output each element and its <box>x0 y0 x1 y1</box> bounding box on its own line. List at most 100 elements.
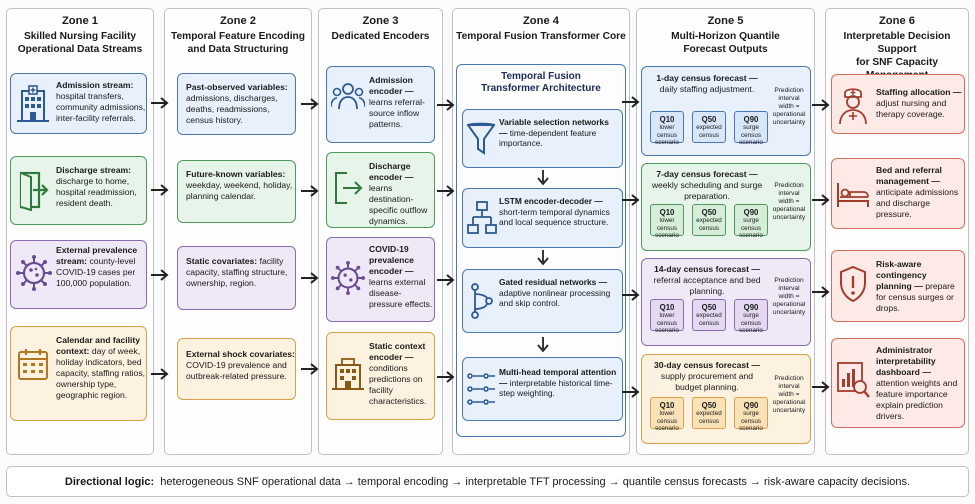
static-context-encoder-card: Static context encoder — conditions pred… <box>326 332 435 420</box>
q50-desc: census <box>699 131 719 139</box>
interval-text: uncertainty <box>772 214 806 221</box>
interval-text: Prediction <box>774 182 804 189</box>
zone-number: Zone 1 <box>61 15 99 27</box>
interval-text: Prediction <box>774 87 804 94</box>
forecast-text: supply procurement and budget planning. <box>660 371 754 392</box>
q90-label: Q90 <box>743 208 759 217</box>
zone-title: Operational Data Streams <box>17 44 143 55</box>
card-heading: Past-observed variables: <box>186 82 288 92</box>
card-text: COVID-19 prevalence and outbreak-related… <box>186 360 287 381</box>
card-text: prepare for census surges or drops. <box>876 281 955 313</box>
discharge-encoder-card: Discharge encoder — learns destination-s… <box>326 152 435 228</box>
past-observed-card: Past-observed variables: admissions, dis… <box>177 73 296 135</box>
flow-arrow <box>436 98 456 112</box>
flow-arrow <box>300 362 320 376</box>
zone-title: Forecast Outputs <box>683 44 768 55</box>
forecast-14-day-card: 14-day census forecast —referral accepta… <box>641 258 811 346</box>
exit-door-icon <box>17 171 49 211</box>
interval-text: operational <box>772 399 806 406</box>
zone-number: Zone 6 <box>878 15 916 27</box>
forecast-title: 14-day census forecast — <box>653 264 761 274</box>
q90-desc: scenario <box>739 327 763 334</box>
flow-arrow <box>811 285 831 299</box>
card-text: learns destination-specific outflow dyna… <box>369 183 428 226</box>
block-heading: LSTM encoder-decoder — <box>499 196 603 206</box>
card-heading: Bed and referral management — <box>876 165 942 186</box>
q10-desc: scenario <box>655 327 679 334</box>
zone-title: Dedicated Encoders <box>331 31 430 42</box>
flow-arrow <box>436 273 456 287</box>
interval-text: interval <box>778 383 800 390</box>
flow-arrow <box>621 385 641 399</box>
static-covariates-card: Static covariates: facility capacity, st… <box>177 246 296 310</box>
q50-desc: expected <box>696 124 722 131</box>
block-heading: Multi-head temporal attention — <box>499 367 617 388</box>
card-heading: COVID-19 prevalence encoder — <box>369 244 414 276</box>
q90-label: Q90 <box>743 303 759 312</box>
card-heading: Administrator interpretability dashboard… <box>876 345 936 377</box>
q10-desc: census <box>657 131 677 139</box>
variable-selection-block: Variable selection networks — time-depen… <box>462 109 623 168</box>
attention-icon <box>467 372 497 406</box>
zone-title: Skilled Nursing Facility <box>23 31 137 42</box>
gated-residual-block: Gated residual networks — adaptive nonli… <box>462 269 623 333</box>
interval-text: interval <box>778 285 800 292</box>
q50-label: Q50 <box>701 208 717 217</box>
forecast-1-day-card: 1-day census forecast —daily staffing ad… <box>641 66 811 156</box>
forecast-title: 30-day census forecast — <box>653 360 761 370</box>
zone-title: Multi-Horizon Quantile <box>671 31 780 42</box>
interval-text: operational <box>772 111 806 118</box>
q10-desc: lower <box>659 217 675 224</box>
exit-arrow-icon <box>333 171 363 205</box>
q10-desc: lower <box>659 124 675 131</box>
interval-text: operational <box>772 301 806 308</box>
nurse-icon <box>838 85 868 125</box>
card-heading: Static context encoder — <box>369 341 426 362</box>
interval-text: uncertainty <box>772 309 806 316</box>
card-heading: Staffing allocation — <box>876 87 962 97</box>
card-heading: Discharge encoder — <box>369 161 414 182</box>
zone-title: and Data Structuring <box>187 44 289 55</box>
flow-arrow <box>300 184 320 198</box>
q10-desc: scenario <box>655 425 679 432</box>
card-heading: External prevalence stream: <box>56 245 138 266</box>
lstm-encoder-decoder-block: LSTM encoder-decoder — short-term tempor… <box>462 188 623 248</box>
virus-icon <box>16 254 52 292</box>
card-text: county-level COVID-19 cases per 100,000 … <box>56 256 136 288</box>
tft-architecture-frame: Temporal Fusion Transformer Architecture… <box>456 64 626 437</box>
flow-arrow <box>150 367 170 381</box>
forecast-text: referral acceptance and bed planning. <box>653 275 761 296</box>
flow-arrow <box>150 96 170 110</box>
flow-arrow <box>811 193 831 207</box>
card-text: day of week, holiday indicators, bed cap… <box>56 346 146 400</box>
q90-desc: census <box>741 224 761 232</box>
interval-text: Prediction <box>774 277 804 284</box>
card-text: anticipate admissions and discharge pres… <box>876 187 959 219</box>
future-known-card: Future-known variables: weekday, weekend… <box>177 160 296 223</box>
q50-desc: expected <box>696 312 722 319</box>
card-heading: Admission encoder — <box>369 75 414 96</box>
zone-number: Zone 2 <box>219 15 257 27</box>
interval-text: width = <box>778 293 800 300</box>
q90-desc: census <box>741 319 761 327</box>
card-heading: Admission stream: <box>56 80 134 90</box>
forecast-30-day-card: 30-day census forecast —supply procureme… <box>641 354 811 444</box>
block-text: short-term temporal dynamics and local s… <box>499 206 610 228</box>
bed-referral-card: Bed and referral management — anticipate… <box>831 158 965 229</box>
card-text: admissions, discharges, deaths, readmiss… <box>186 93 278 125</box>
q10-desc: census <box>657 224 677 232</box>
q50-desc: expected <box>696 217 722 224</box>
interval-text: interval <box>778 190 800 197</box>
interval-text: uncertainty <box>772 119 806 126</box>
flow-arrow <box>621 193 641 207</box>
flow-arrow <box>300 271 320 285</box>
contingency-planning-card: Risk-aware contingency planning — prepar… <box>831 250 965 322</box>
directional-logic-footer: Directional logic: heterogeneous SNF ope… <box>6 466 969 497</box>
network-hierarchy-icon <box>467 201 497 235</box>
